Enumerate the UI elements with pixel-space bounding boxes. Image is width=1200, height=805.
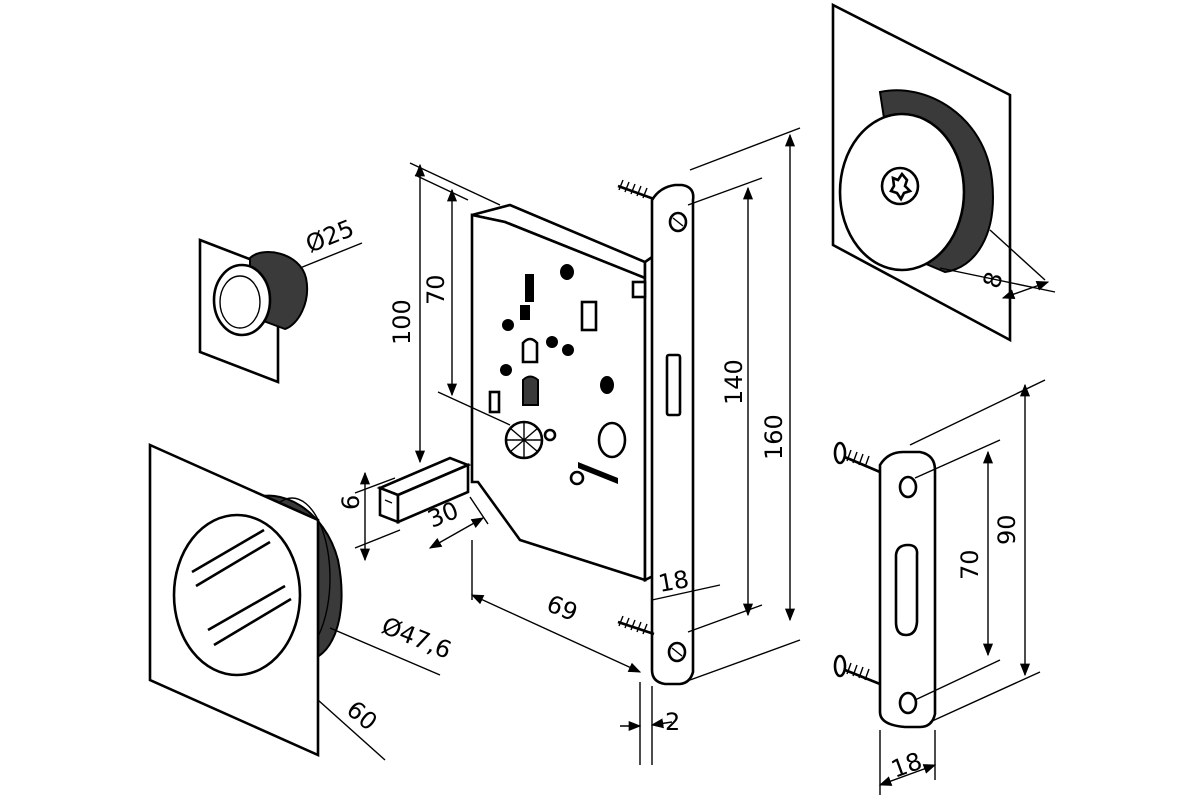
dim-lock-height-100: 100 bbox=[388, 299, 416, 345]
finger-pull-small bbox=[198, 238, 363, 384]
lock-screw-bottom bbox=[617, 615, 655, 636]
dim-strike-screw-spacing: 70 bbox=[956, 549, 984, 580]
dim-backset: 69 bbox=[543, 590, 582, 627]
dim-faceplate-length: 160 bbox=[760, 414, 788, 460]
strike-plate bbox=[833, 379, 1046, 795]
turn-knob bbox=[831, 2, 1056, 343]
lock-body bbox=[437, 203, 657, 583]
dim-rosette-diameter: Ø47,6 bbox=[378, 612, 456, 665]
dim-finger-pull-diameter: Ø25 bbox=[302, 214, 358, 258]
lock-dimension-lines bbox=[409, 127, 801, 681]
dim-spindle-square: 6 bbox=[337, 495, 365, 510]
spindle bbox=[354, 456, 489, 562]
dim-faceplate-width: 18 bbox=[656, 565, 691, 598]
dim-faceplate-thickness: 2 bbox=[665, 708, 680, 736]
dim-strike-width: 18 bbox=[887, 747, 925, 784]
dim-rosette-square: 60 bbox=[341, 695, 382, 736]
lock-screw-top bbox=[617, 179, 655, 201]
faceplate bbox=[620, 183, 721, 765]
turn-rosette bbox=[148, 442, 441, 761]
dim-strike-length: 90 bbox=[993, 514, 1021, 545]
dim-faceplate-screw-spacing: 140 bbox=[720, 359, 748, 405]
dim-lock-height-70: 70 bbox=[422, 274, 450, 305]
